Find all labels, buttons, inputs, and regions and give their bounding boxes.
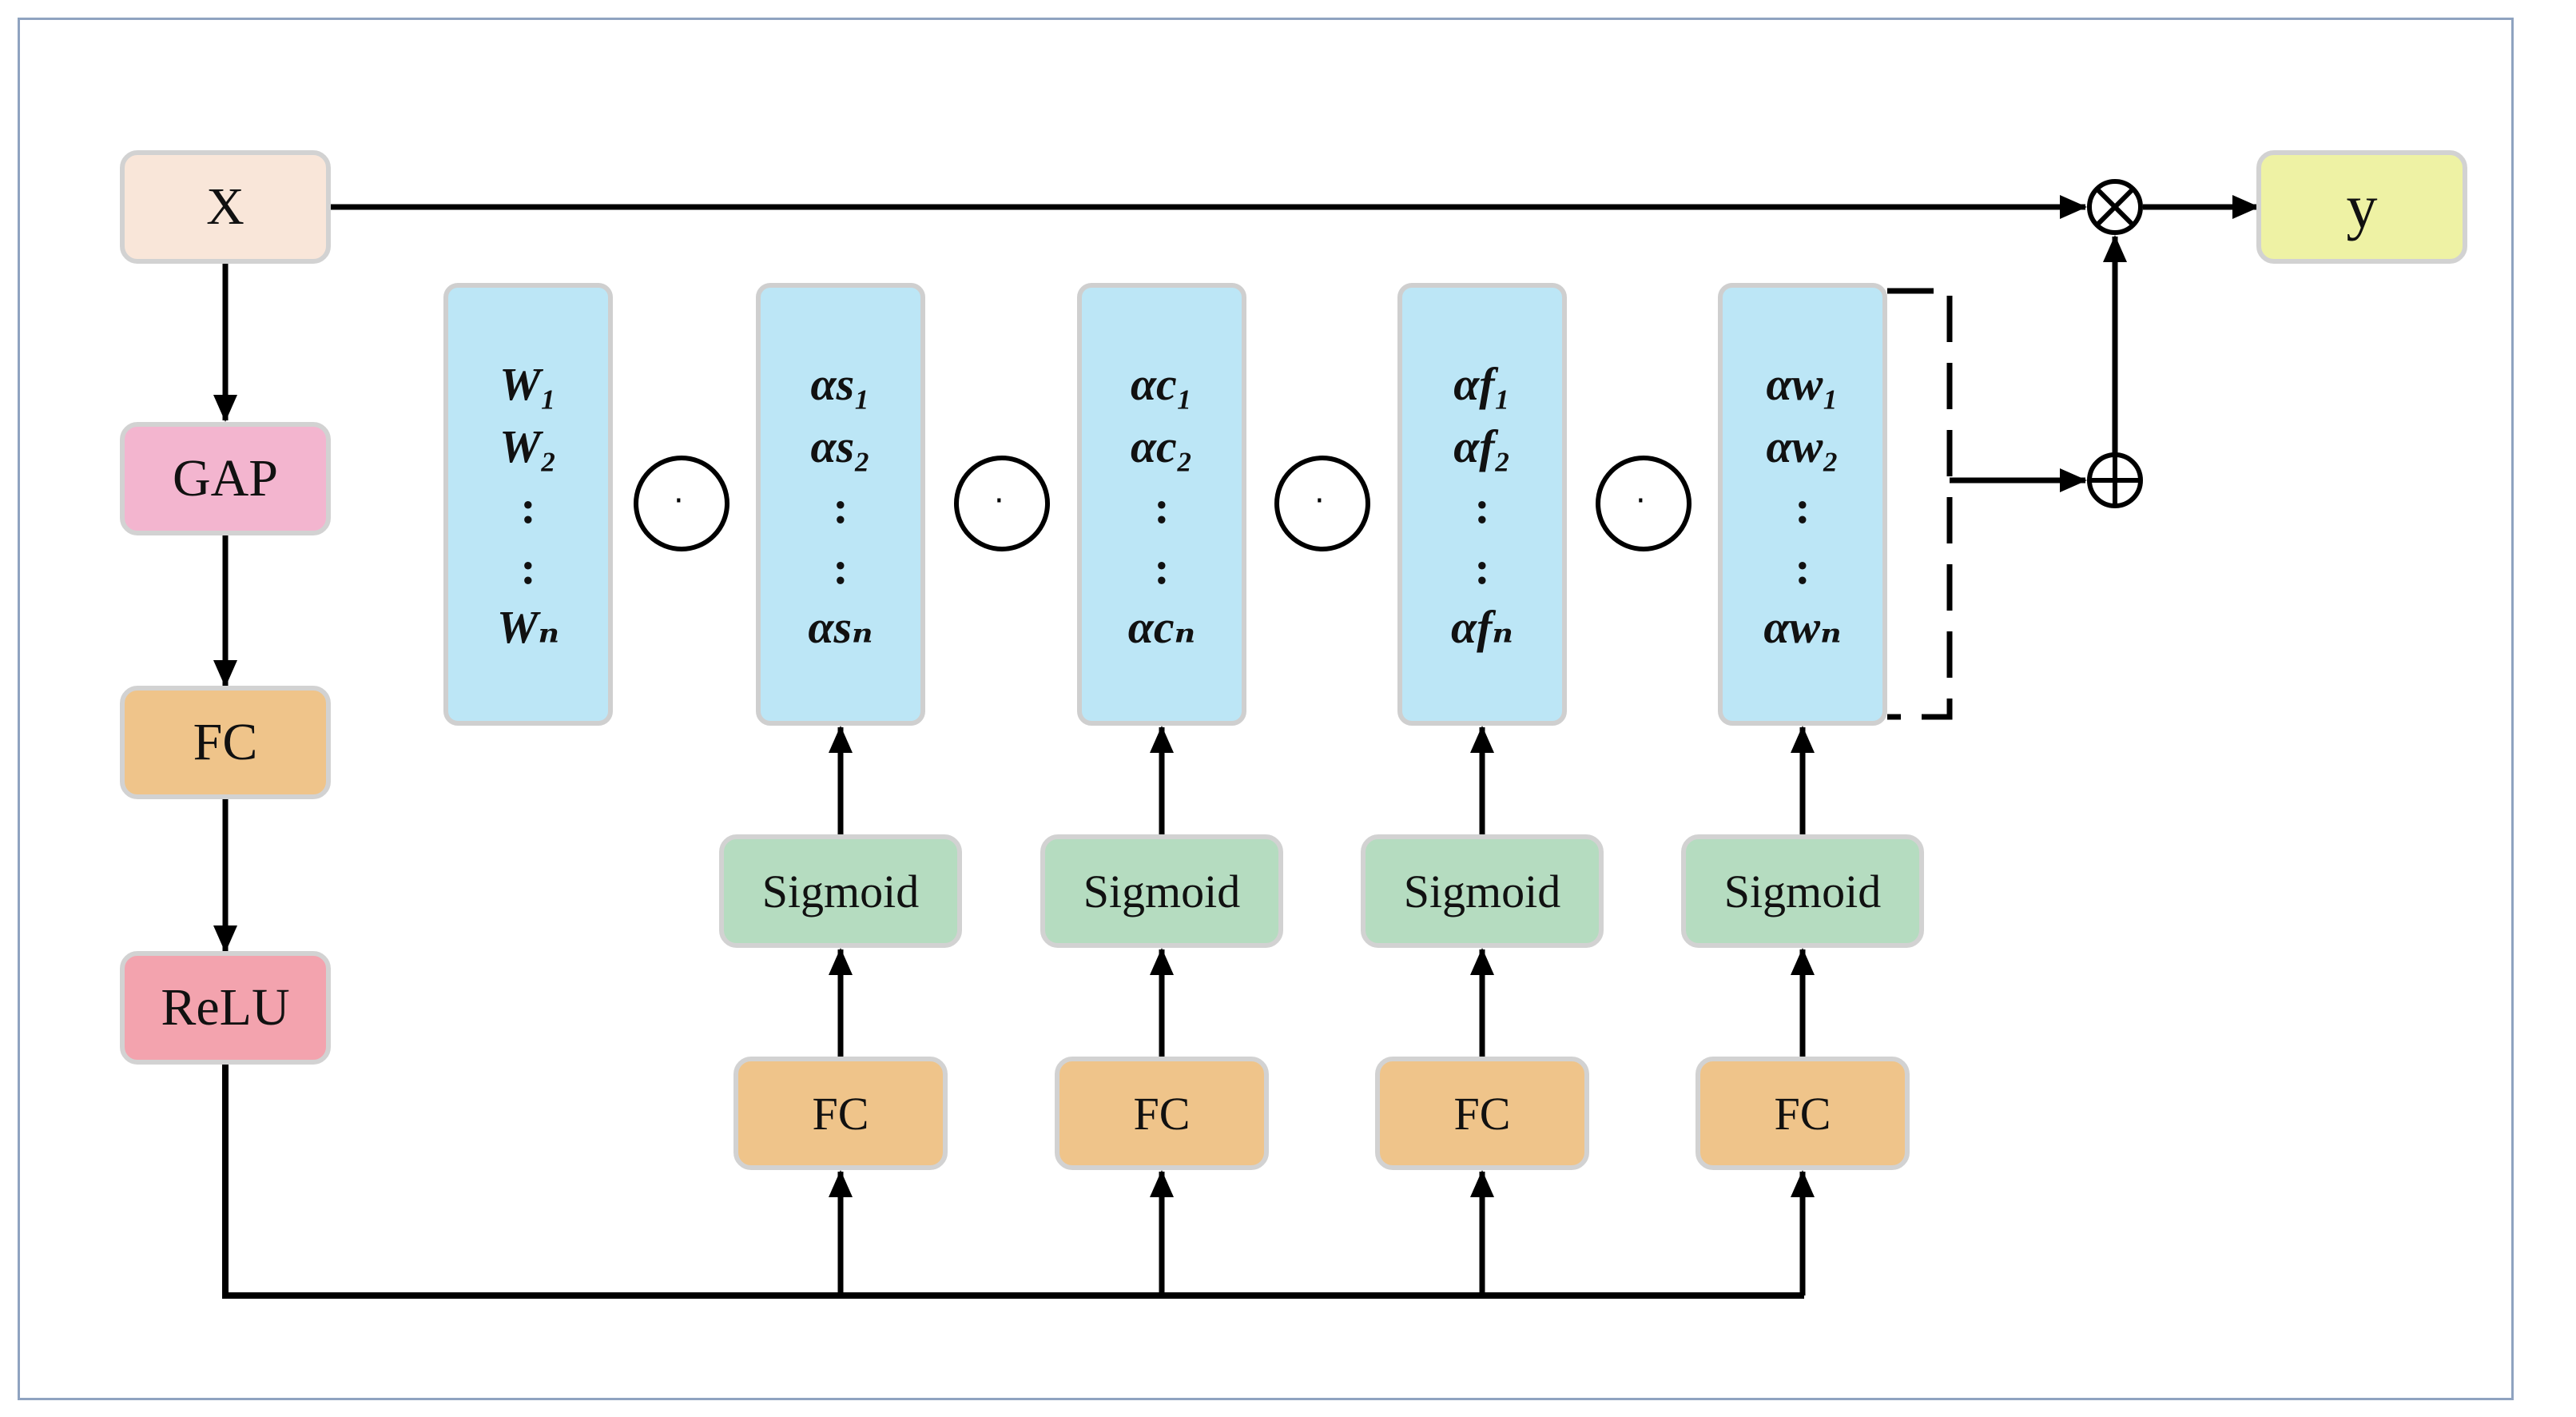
weight-item-2: W₂ [499, 420, 557, 472]
attention-item-c-4: : [1154, 542, 1170, 594]
attention-item-c-5: αcₙ [1127, 601, 1196, 653]
branch-connectors [829, 726, 1815, 1296]
multiply-operator [2087, 179, 2143, 235]
sigmoid-node-c: Sigmoid [1040, 834, 1283, 948]
attention-item-c-2: αc₂ [1130, 420, 1194, 472]
attention-item-w-2: αw₂ [1766, 420, 1839, 472]
relu-node: ReLU [120, 951, 331, 1065]
attention-item-f-5: αfₙ [1451, 601, 1513, 653]
attention-item-w-5: αwₙ [1763, 601, 1842, 653]
dot-operator-1 [634, 456, 729, 551]
dot-operator-4 [1596, 456, 1691, 551]
stack-bracket [1887, 288, 1953, 720]
dot-symbol-2: · [994, 483, 1004, 519]
dot-symbol-1: · [674, 483, 684, 519]
fc-node-f: FC [1375, 1057, 1589, 1170]
fc-label-w: FC [1774, 1087, 1831, 1140]
weight-item-5: Wₙ [496, 601, 560, 653]
weight-item-1: W₁ [499, 358, 557, 410]
weights-vector: W₁ W₂ : : Wₙ [443, 283, 613, 726]
dot-symbol-4: · [1636, 483, 1646, 519]
attention-item-f-4: : [1474, 542, 1490, 594]
attention-item-c-1: αc₁ [1130, 358, 1194, 410]
fc-node-s: FC [733, 1057, 948, 1170]
attention-item-s-1: αs₁ [810, 358, 871, 410]
dot-operator-2 [954, 456, 1050, 551]
dot-symbol-3: · [1314, 483, 1325, 519]
attention-item-w-3: : [1795, 481, 1811, 533]
attention-item-f-3: : [1474, 481, 1490, 533]
sigmoid-label-c: Sigmoid [1083, 865, 1241, 917]
edge-relu-bus [222, 1065, 1804, 1299]
output-y-label: y [2346, 172, 2378, 241]
fc-main-label: FC [193, 713, 258, 771]
weight-item-3: : [520, 481, 536, 533]
sigmoid-label-s: Sigmoid [761, 865, 920, 917]
fc-node-c: FC [1055, 1057, 1269, 1170]
gap-node: GAP [120, 422, 331, 535]
sigmoid-node-w: Sigmoid [1681, 834, 1924, 948]
add-operator [2087, 452, 2143, 508]
fc-label-s: FC [812, 1087, 869, 1140]
relu-label: ReLU [161, 978, 290, 1037]
fc-node-w: FC [1695, 1057, 1910, 1170]
fc-main-node: FC [120, 686, 331, 799]
output-y-node: y [2256, 150, 2467, 264]
sigmoid-node-s: Sigmoid [719, 834, 962, 948]
attention-item-s-3: : [833, 481, 849, 533]
attention-item-w-1: αw₁ [1766, 358, 1839, 410]
attention-item-w-4: : [1795, 542, 1811, 594]
attention-item-s-2: αs₂ [810, 420, 871, 472]
attention-item-s-4: : [833, 542, 849, 594]
fc-label-c: FC [1133, 1087, 1191, 1140]
sigmoid-label-w: Sigmoid [1723, 865, 1882, 917]
sigmoid-node-f: Sigmoid [1361, 834, 1604, 948]
input-x-node: X [120, 150, 331, 264]
sigmoid-label-f: Sigmoid [1403, 865, 1561, 917]
dot-operator-3 [1274, 456, 1370, 551]
attention-item-s-5: αsₙ [808, 601, 873, 653]
attention-item-c-3: : [1154, 481, 1170, 533]
diagram-frame [18, 18, 2514, 1400]
gap-label: GAP [172, 449, 279, 507]
weight-item-4: : [520, 542, 536, 594]
input-x-label: X [206, 177, 244, 236]
attention-item-f-2: αf₂ [1453, 420, 1511, 472]
fc-label-f: FC [1453, 1087, 1511, 1140]
attention-item-f-1: αf₁ [1453, 358, 1511, 410]
